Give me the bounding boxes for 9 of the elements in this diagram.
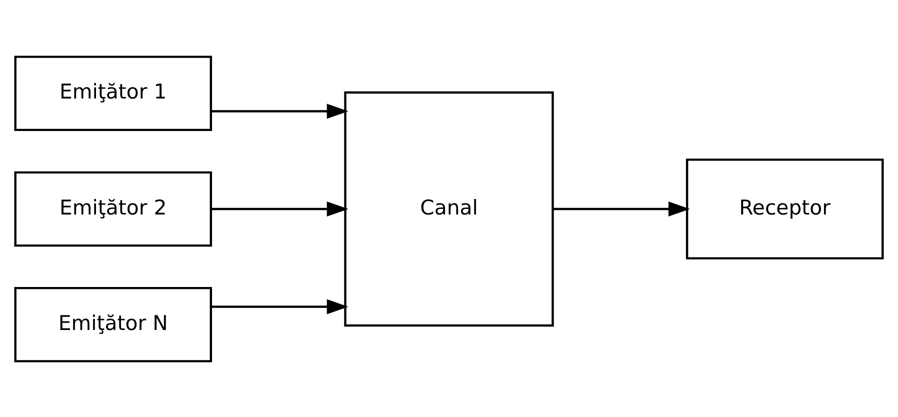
node-box: Emiţător 1	[14, 55, 212, 131]
node-box: Receptor	[686, 158, 884, 259]
arrow	[211, 103, 348, 118]
arrow	[552, 201, 690, 216]
arrow	[211, 298, 348, 314]
arrow	[211, 201, 348, 216]
node-box: Emiţător 2	[14, 170, 212, 246]
node-box: Emiţător N	[14, 286, 212, 362]
node-box: Canal	[344, 90, 554, 326]
